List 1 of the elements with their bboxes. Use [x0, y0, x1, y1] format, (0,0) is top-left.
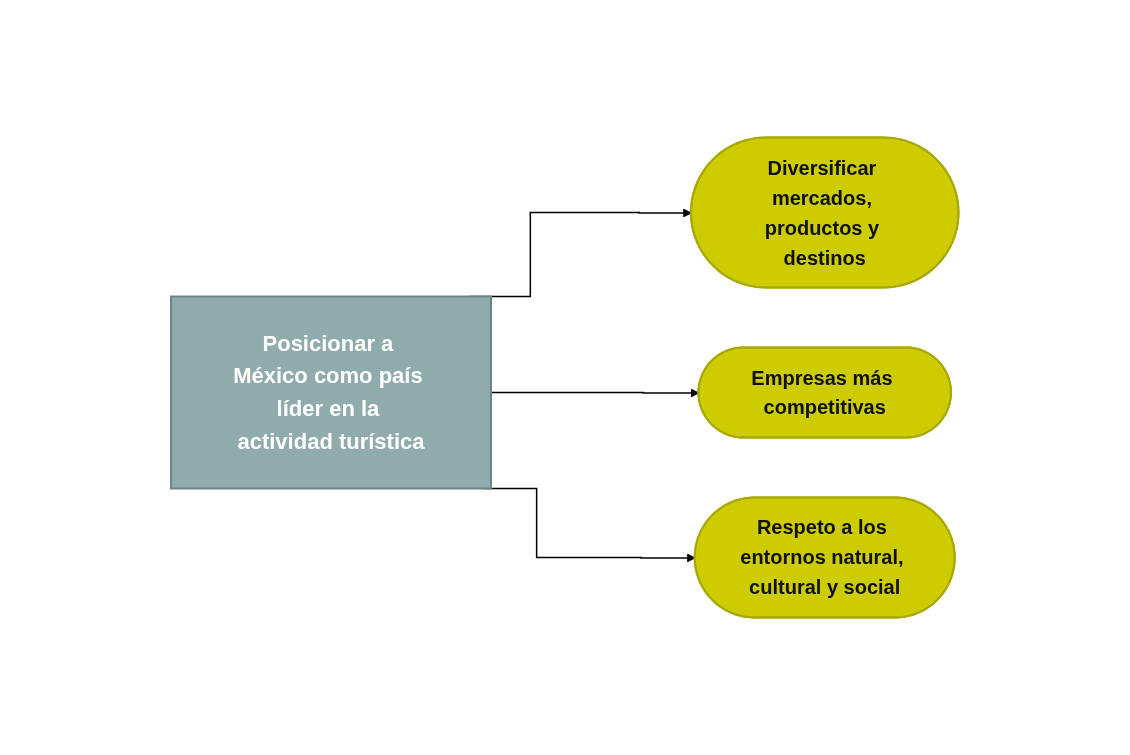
node-box: Posicionar a México como país líder en la actividad turística — [170, 295, 493, 490]
